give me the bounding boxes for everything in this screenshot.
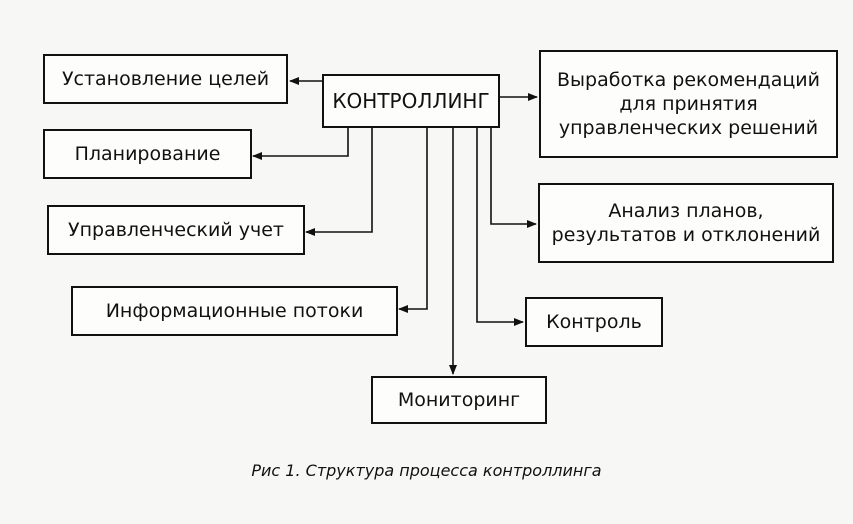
node-label-line: Контроль [546,311,642,333]
figure-caption: Рис 1. Структура процесса контроллинга [251,461,602,480]
node-label-line: Мониторинг [397,389,521,411]
node-control: Контроль [525,297,663,347]
node-information-flows: Информационные потоки [71,286,398,336]
node-label-line: Анализ планов, [608,200,764,222]
edge-center-info-flows [398,128,428,313]
node-monitoring: Мониторинг [371,376,547,424]
node-label-line: Управленческий учет [68,219,284,241]
edge-center-accounting [305,128,373,236]
node-label-line: для принятия [619,93,758,115]
center-label: КОНТРОЛЛИНГ [332,89,490,113]
node-controlling-center: КОНТРОЛЛИНГ [322,74,500,128]
node-planning: Планирование [43,129,252,179]
node-label-line: результатов и отклонений [551,224,821,246]
node-goal-setting: Установление целей [43,54,288,104]
node-analysis: Анализ планов, результатов и отклонений [538,183,834,263]
edge-center-control [476,128,524,326]
edge-center-planning [252,128,349,160]
node-label-line: Выработка рекомендаций [556,69,820,91]
node-label-line: Информационные потоки [105,300,364,322]
edge-center-analysis [490,128,537,228]
node-recommendations: Выработка рекомендаций для принятия упра… [539,50,838,158]
node-management-accounting: Управленческий учет [47,205,305,255]
node-label-line: Планирование [74,143,221,165]
node-label-line: Установление целей [61,68,270,90]
node-label-line: управленческих решений [558,117,819,139]
